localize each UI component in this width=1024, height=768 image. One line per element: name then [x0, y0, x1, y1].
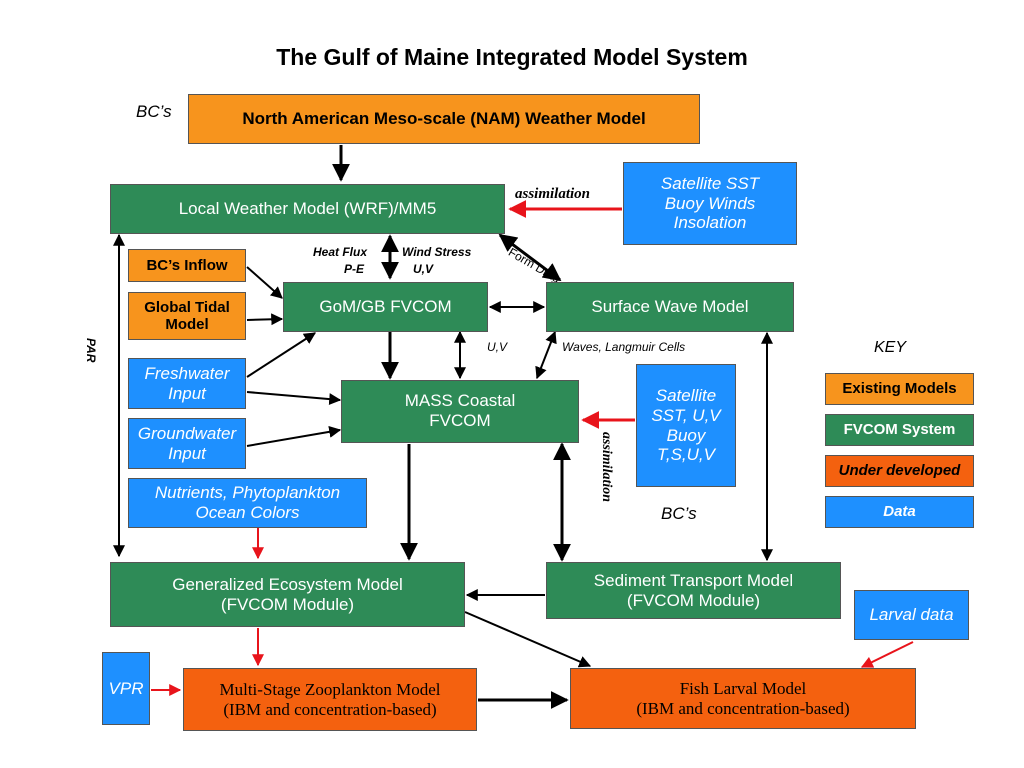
wind-uv-label: U,V: [413, 262, 434, 276]
freshwater-box: Freshwater Input: [128, 358, 246, 409]
nutrients-box: Nutrients, Phytoplankton Ocean Colors: [128, 478, 367, 528]
fish-larval-line-2: (IBM and concentration-based): [636, 698, 850, 718]
key-fvcom-system: FVCOM System: [825, 414, 974, 446]
sat-buoy-line-3: Buoy: [666, 425, 706, 445]
sat-buoy-line-4: T,S,U,V: [657, 445, 715, 465]
bcs-mid-label: BC’s: [661, 504, 697, 523]
fish-larval-model-box: Fish Larval Model (IBM and concentration…: [570, 668, 916, 729]
key-label: KEY: [874, 339, 907, 356]
sediment-transport-box: Sediment Transport Model (FVCOM Module): [546, 562, 841, 619]
sat-sst-line-3: Insolation: [673, 213, 747, 233]
global-tidal-line-2: Model: [165, 316, 209, 333]
arrow-wave-mass: [535, 330, 557, 380]
arrow-wrf-surface-wave: [498, 233, 562, 282]
freshwater-line-2: Input: [168, 383, 206, 403]
par-label: PAR: [84, 338, 98, 363]
key-under-developed: Under developed: [825, 455, 974, 487]
nam-weather-model-box: North American Meso-scale (NAM) Weather …: [188, 94, 700, 144]
sat-buoy-line-2: SST, U,V: [651, 405, 721, 425]
sediment-line-1: Sediment Transport Model: [593, 570, 794, 590]
zooplankton-model-box: Multi-Stage Zooplankton Model (IBM and c…: [183, 668, 477, 731]
surface-wave-label: Surface Wave Model: [591, 297, 749, 317]
arrow-inflow-gom: [246, 266, 283, 299]
arrow-ecosystem-fish: [464, 611, 592, 668]
bcs-top-label: BC’s: [136, 102, 172, 121]
wrf-model-box: Local Weather Model (WRF)/MM5: [110, 184, 505, 234]
fish-larval-line-1: Fish Larval Model: [679, 678, 807, 698]
global-tidal-box: Global Tidal Model: [128, 292, 246, 340]
key-existing-models: Existing Models: [825, 373, 974, 405]
bcs-inflow-label: BC’s Inflow: [146, 256, 228, 274]
satellite-buoy-box: Satellite SST, U,V Buoy T,S,U,V: [636, 364, 736, 487]
larval-data-box: Larval data: [854, 590, 969, 640]
ecosystem-line-1: Generalized Ecosystem Model: [172, 574, 403, 594]
wind-stress-label: Wind Stress: [402, 245, 472, 259]
sat-sst-line-1: Satellite SST: [660, 174, 760, 194]
key-data-label: Data: [883, 503, 916, 521]
wrf-label: Local Weather Model (WRF)/MM5: [178, 199, 437, 219]
p-e-label: P-E: [344, 262, 365, 276]
ecosystem-model-box: Generalized Ecosystem Model (FVCOM Modul…: [110, 562, 465, 627]
surface-wave-box: Surface Wave Model: [546, 282, 794, 332]
diagram-title: The Gulf of Maine Integrated Model Syste…: [276, 44, 748, 70]
groundwater-line-1: Groundwater: [137, 423, 237, 443]
arrow-freshwater-mass: [246, 391, 342, 406]
ecosystem-line-2: (FVCOM Module): [220, 594, 355, 614]
mass-coastal-line-2: FVCOM: [429, 410, 491, 430]
heat-flux-label: Heat Flux: [313, 245, 368, 259]
arrow-freshwater-gom: [246, 332, 317, 378]
uv-mid-label: U,V: [487, 340, 508, 354]
assimilation-top-label: assimilation: [515, 186, 591, 202]
key-existing-label: Existing Models: [842, 380, 957, 398]
nutrients-line-2: Ocean Colors: [195, 503, 300, 522]
nam-label: North American Meso-scale (NAM) Weather …: [242, 109, 646, 129]
waves-label: Waves, Langmuir Cells: [562, 340, 686, 354]
groundwater-box: Groundwater Input: [128, 418, 246, 469]
sat-buoy-line-1: Satellite: [655, 386, 717, 406]
groundwater-line-2: Input: [168, 443, 206, 463]
arrow-tidal-gom: [246, 313, 284, 326]
gom-fvcom-label: GoM/GB FVCOM: [319, 297, 452, 317]
vpr-label: VPR: [108, 679, 144, 698]
arrow-groundwater-mass: [246, 425, 342, 447]
bcs-inflow-box: BC’s Inflow: [128, 249, 246, 282]
key-under-label: Under developed: [838, 462, 961, 480]
zooplankton-line-2: (IBM and concentration-based): [223, 699, 437, 719]
freshwater-line-1: Freshwater: [144, 363, 230, 383]
key-fvcom-label: FVCOM System: [843, 421, 956, 439]
assimilation-right-label: assimilation: [599, 432, 614, 503]
nutrients-line-1: Nutrients, Phytoplankton: [154, 483, 341, 503]
zooplankton-line-1: Multi-Stage Zooplankton Model: [219, 679, 441, 699]
global-tidal-line-1: Global Tidal: [144, 298, 230, 316]
vpr-box: VPR: [102, 652, 150, 725]
sediment-line-2: (FVCOM Module): [626, 590, 761, 610]
arrow-larvaldata-fish: [860, 641, 914, 668]
sat-sst-line-2: Buoy Winds: [664, 193, 756, 213]
gom-fvcom-box: GoM/GB FVCOM: [283, 282, 488, 332]
larval-data-label: Larval data: [869, 605, 954, 625]
key-data: Data: [825, 496, 974, 528]
satellite-sst-box: Satellite SST Buoy Winds Insolation: [623, 162, 797, 245]
mass-coastal-line-1: MASS Coastal: [404, 391, 516, 410]
mass-coastal-box: MASS Coastal FVCOM: [341, 380, 579, 443]
